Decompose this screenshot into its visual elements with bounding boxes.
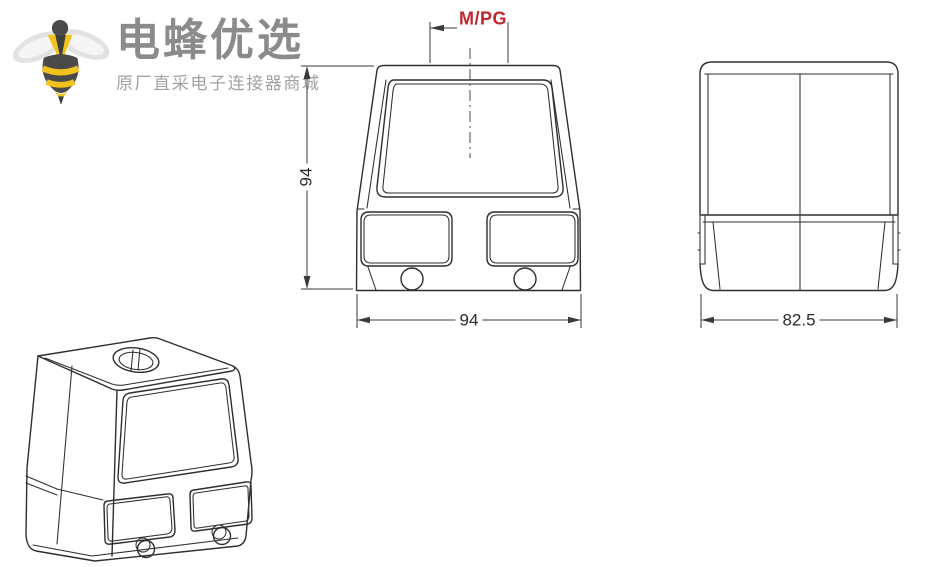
iso-chamfer-edge [56, 365, 73, 545]
iso-band-seam-left [25, 475, 104, 501]
front-view [355, 48, 582, 292]
iso-top-face-inner [44, 357, 229, 386]
iso-cable-hole-outer [112, 346, 160, 374]
front-outline [355, 64, 582, 292]
iso-panel-outer [117, 378, 239, 484]
iso-top-face [37, 336, 236, 392]
iso-recess-right-inner [192, 485, 250, 529]
side-outline-upper [699, 61, 899, 215]
bee-logo-icon [13, 20, 110, 104]
side-slant-left [712, 221, 721, 290]
front-latch-right-inner [489, 214, 576, 264]
brand-name: 电蜂优选 [116, 16, 304, 65]
side-tab-left [697, 213, 706, 265]
side-bottom-edge [699, 263, 899, 292]
iso-left-silhouette [25, 355, 253, 562]
brand-tagline: 原厂直采电子连接器商城 [116, 74, 321, 94]
iso-recess-left-outer [103, 493, 176, 545]
iso-front-left-edge [111, 389, 118, 557]
iso-bottom-inner [32, 537, 239, 557]
arrow-down [303, 276, 311, 289]
front-chamfer-right [561, 266, 571, 291]
side-view [697, 61, 901, 292]
iso-peg-right-top [211, 524, 227, 540]
arrow-up [303, 66, 311, 79]
front-latch-left-inner [363, 214, 450, 264]
side-tab-right [892, 213, 901, 265]
front-panel-outer [376, 79, 564, 198]
front-latch-left-outer [360, 211, 453, 267]
iso-recess-left-inner [106, 496, 173, 542]
logo-text: 电蜂优选 原厂直采电子连接器商城 [116, 8, 321, 94]
front-latch-right-outer [486, 211, 579, 267]
iso-panel-inner [121, 382, 235, 480]
arrow-left-sw [701, 316, 714, 324]
iso-cable-hole-slot [130, 348, 141, 372]
iso-peg-left-top [135, 537, 151, 553]
front-screw-hole-left [400, 267, 424, 291]
arrow-left-fw [357, 316, 370, 324]
front-width-dimension: 94 [455, 310, 483, 330]
front-screw-hole-right [513, 267, 537, 291]
iso-recess-right-outer [189, 481, 253, 532]
iso-cable-hole-inner [118, 351, 154, 371]
arrow-right-sw [884, 316, 897, 324]
front-chamfer-left [367, 266, 377, 291]
arrow-thread [430, 24, 444, 32]
thread-size-label: M/PG [458, 8, 508, 29]
arrow-right-fw [568, 316, 581, 324]
dimension-lines [301, 22, 898, 328]
iso-peg-right-front [212, 526, 232, 546]
isometric-view [25, 336, 253, 562]
front-panel-inner [382, 83, 559, 194]
brand-logo: 电蜂优选 原厂直采电子连接器商城 [10, 8, 321, 104]
side-width-dimension: 82.5 [778, 310, 820, 330]
side-slant-right [877, 221, 886, 290]
front-inner-wall-left [366, 79, 387, 209]
front-height-dimension: 94 [296, 163, 316, 191]
